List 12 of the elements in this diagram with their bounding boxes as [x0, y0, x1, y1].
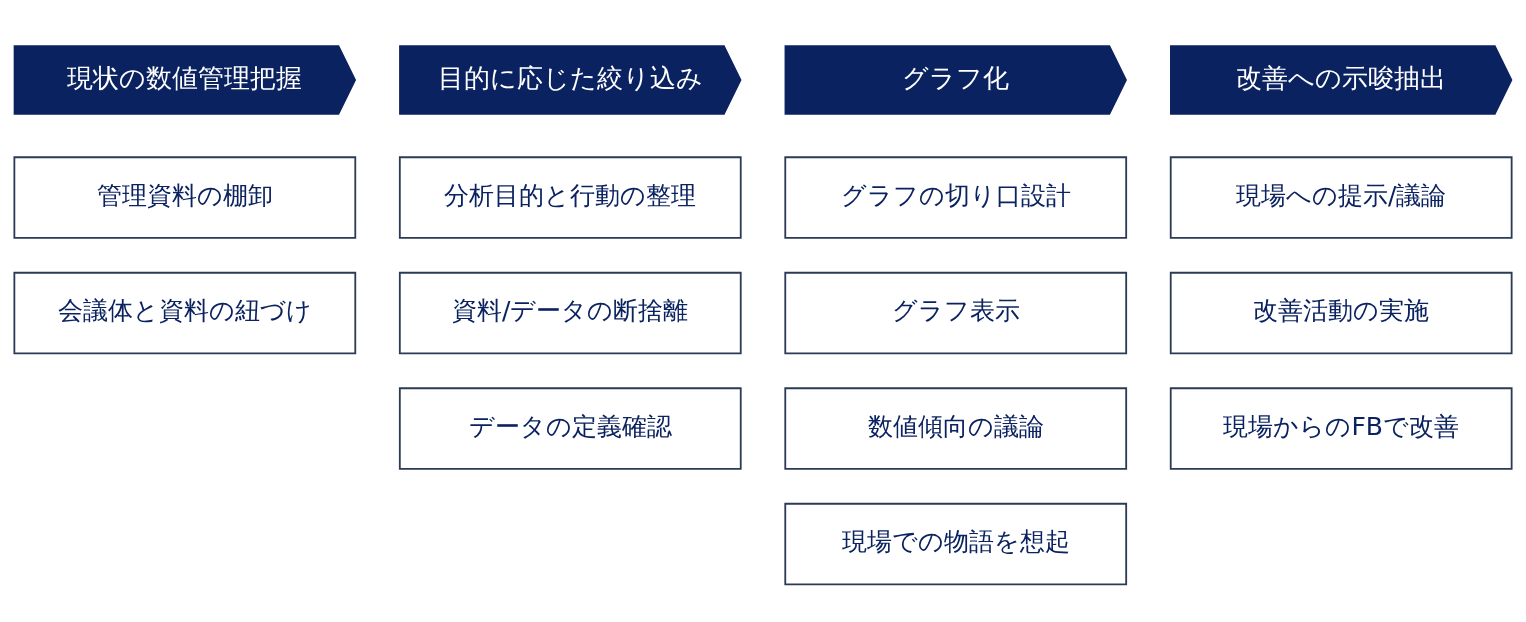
node-box: 分析目的と行動の整理 — [398, 156, 742, 239]
node-box: データの定義確認 — [398, 387, 742, 470]
node-box: グラフ表示 — [784, 271, 1128, 355]
node-box: 資料/データの断捨離 — [398, 271, 742, 355]
node-box: 数値傾向の議論 — [784, 387, 1128, 470]
node-box: 現場からのFBで改善 — [1169, 387, 1513, 470]
node-box: 現場での物語を想起 — [784, 502, 1128, 586]
node-box: グラフの切り口設計 — [784, 156, 1128, 239]
node-box: 管理資料の棚卸 — [13, 156, 357, 239]
node-box: 現場への提示/議論 — [1169, 156, 1513, 239]
node-box: 会議体と資料の紐づけ — [13, 271, 357, 355]
node-box: 改善活動の実施 — [1169, 271, 1513, 355]
